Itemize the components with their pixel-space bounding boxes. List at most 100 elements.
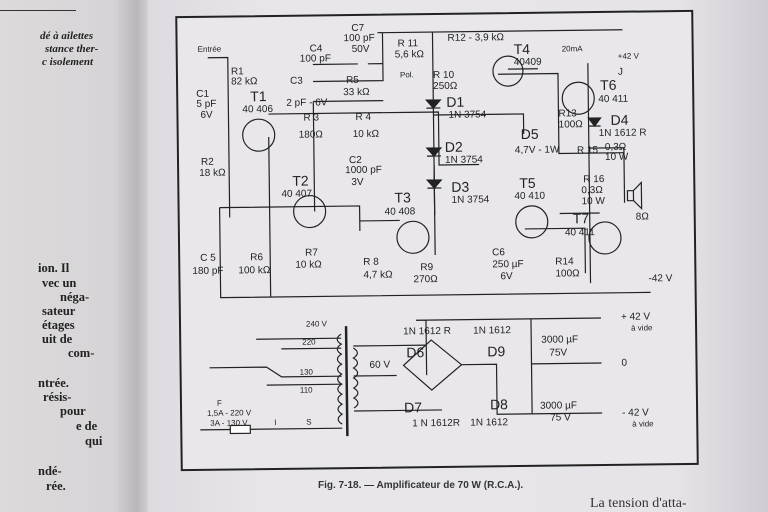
rule xyxy=(0,10,76,11)
wire xyxy=(313,100,384,103)
wire xyxy=(227,114,231,218)
label: 6V xyxy=(500,271,513,283)
wire xyxy=(268,137,272,298)
wire xyxy=(219,205,361,231)
label: 100 kΩ xyxy=(238,265,271,277)
label: 0 xyxy=(621,357,628,369)
label: R 8 xyxy=(363,256,379,268)
primary-winding xyxy=(336,333,344,425)
label: 1N 1612 xyxy=(473,325,511,337)
label: 75V xyxy=(549,347,568,359)
label: D9 xyxy=(487,343,506,360)
label: R14 xyxy=(555,256,574,268)
label: D8 xyxy=(489,396,509,413)
label: T1 xyxy=(250,88,267,105)
label: 110 xyxy=(299,385,313,395)
label: 5 pF xyxy=(196,98,217,110)
label: 180 pF xyxy=(192,265,224,277)
label: R7 xyxy=(305,247,319,259)
label: à vide xyxy=(632,419,654,429)
label: D3 xyxy=(451,178,470,195)
label: 3000 µF xyxy=(539,400,578,412)
label: 1N 1612 R xyxy=(598,127,647,140)
label: + 42 V xyxy=(620,311,651,323)
label: 4,7 kΩ xyxy=(363,269,393,281)
label: 1,5A - 220 V xyxy=(207,408,252,418)
text-line: ntrée. xyxy=(38,376,69,390)
label: T6 xyxy=(600,76,617,93)
text-line: com- xyxy=(68,346,95,360)
wire xyxy=(588,147,625,183)
label: 75 V xyxy=(550,412,571,424)
label: T2 xyxy=(292,172,309,189)
label: 240 V xyxy=(305,319,327,329)
label: R12 - 3,9 kΩ xyxy=(447,32,504,44)
wire xyxy=(530,318,602,414)
label: 220 xyxy=(302,337,316,347)
circuit-diagram: Entrée R1 82 kΩ C1 5 pF 6V R2 18 kΩ T1 4… xyxy=(175,9,699,472)
wire xyxy=(207,56,230,115)
text-line: néga- xyxy=(60,290,90,304)
transistor-t6 xyxy=(561,81,595,115)
label: 8Ω xyxy=(635,211,649,223)
transistor-t4 xyxy=(492,55,524,87)
label: 60 V xyxy=(369,359,391,371)
label: R13 xyxy=(558,108,577,120)
label: 100 pF xyxy=(299,53,331,65)
label: 3A - 130 V xyxy=(210,418,248,428)
text-line: vec un xyxy=(42,276,77,290)
fuse-icon xyxy=(229,424,251,435)
label: 50V xyxy=(351,43,370,56)
label: C3 xyxy=(289,75,303,87)
wire xyxy=(433,113,525,134)
label: D7 xyxy=(403,399,423,416)
text-line: ion. Il xyxy=(38,261,70,275)
label: C6 xyxy=(492,247,506,259)
label: D6 xyxy=(406,344,425,361)
label-entree: Entrée xyxy=(197,44,222,54)
label: 40 411 xyxy=(564,227,595,239)
text-line: sateur xyxy=(42,304,76,318)
label: T7 xyxy=(572,210,590,227)
label: 10 kΩ xyxy=(295,259,322,271)
primary-taps xyxy=(200,337,343,431)
label: - 42 V xyxy=(622,407,649,419)
text-line: rée. xyxy=(46,479,66,493)
label: 250 µF xyxy=(492,258,524,271)
text-line: ndé- xyxy=(38,464,62,478)
diode-d4 xyxy=(587,117,602,128)
label: 1N 1612 xyxy=(470,417,509,429)
speaker-icon xyxy=(626,181,643,210)
label: 100Ω xyxy=(555,268,580,280)
left-page: dé à ailettes stance ther- c isolement xyxy=(0,0,140,512)
label: T5 xyxy=(519,174,536,191)
text-line: étages xyxy=(42,318,75,332)
label: D4 xyxy=(610,111,629,128)
label: 3000 µF xyxy=(541,334,579,346)
label: 0,3Ω xyxy=(581,184,603,197)
text-line: uit de xyxy=(42,332,73,346)
label: R 11 xyxy=(397,38,419,50)
transistor-t7 xyxy=(588,221,622,255)
label: 1N 3754 xyxy=(444,154,483,166)
wire xyxy=(313,32,384,83)
wire xyxy=(312,63,383,66)
text-line: pour xyxy=(60,404,86,418)
label: R 10 xyxy=(432,69,455,82)
diode-d2 xyxy=(425,147,443,157)
label: S xyxy=(306,417,312,427)
label: D5 xyxy=(520,125,539,142)
bridge xyxy=(402,317,601,391)
secondary-wires xyxy=(353,344,443,412)
text-line: qui xyxy=(85,434,103,448)
label: 18 kΩ xyxy=(199,167,226,179)
label: 33 kΩ xyxy=(343,86,370,99)
wire xyxy=(524,227,587,274)
text-line: dé à ailettes xyxy=(40,30,94,42)
label: D1 xyxy=(446,93,465,110)
label: 40 411 xyxy=(598,93,629,106)
label: 6V xyxy=(200,109,213,121)
label: 40409 xyxy=(513,56,542,69)
transistor-t1 xyxy=(242,118,276,152)
label: R 16 xyxy=(583,173,605,186)
